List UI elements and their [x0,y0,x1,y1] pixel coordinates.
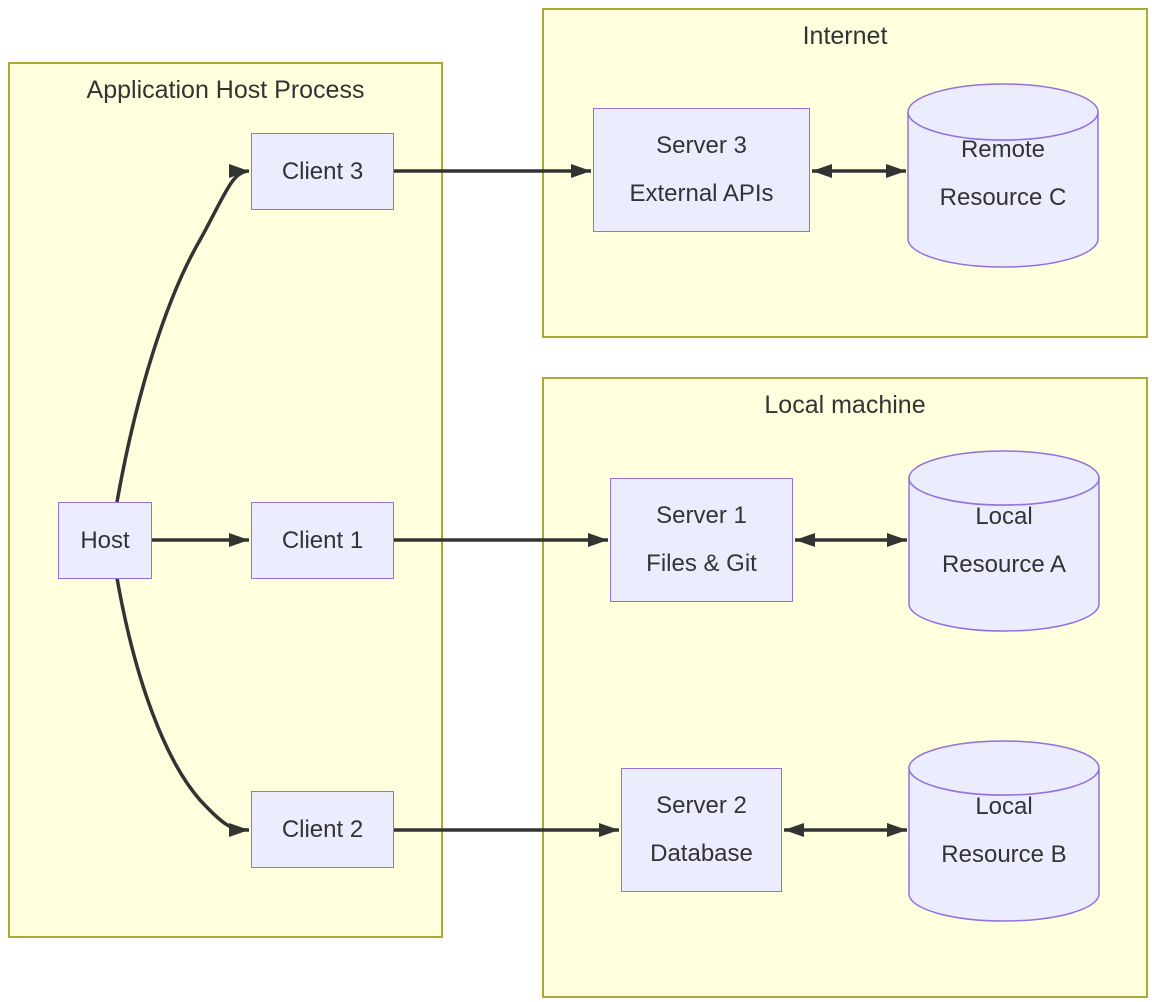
node-local-resource-b: Local Resource B [909,741,1099,921]
node-remote-resource-c-line1: Remote [960,136,1046,163]
node-server-1: Server 1 Files & Git [610,478,793,602]
node-server-2-line1: Server 2 [656,792,747,819]
node-local-resource-b-line1: Local [975,793,1033,820]
cluster-title-internet: Internet [802,22,888,50]
node-local-resource-a-line1: Local [975,503,1033,530]
node-server-1-line2: Files & Git [646,550,757,577]
cylinder-remote-resource-c [907,83,1099,268]
node-server-3-line2: External APIs [629,180,774,207]
cluster-title-local-machine: Local machine [764,391,926,419]
node-remote-resource-c: Remote Resource C [908,84,1098,264]
node-local-resource-b-line2: Resource B [941,841,1067,868]
cluster-title-application-host-process: Application Host Process [86,76,365,104]
node-server-2-line2: Database [650,840,753,867]
node-server-3: Server 3 External APIs [593,108,810,232]
node-client-1-label: Client 1 [281,526,364,554]
node-server-1-line1: Server 1 [656,502,747,529]
node-host-label: Host [80,526,130,554]
node-remote-resource-c-line2: Resource C [939,184,1067,211]
node-host: Host [58,502,152,579]
node-local-resource-a-line2: Resource A [941,551,1067,578]
node-client-2-label: Client 2 [281,815,364,843]
node-client-1: Client 1 [251,502,394,579]
node-local-resource-a: Local Resource A [909,451,1099,631]
cylinder-local-resource-a [908,450,1100,632]
node-server-2: Server 2 Database [621,768,782,892]
node-client-2: Client 2 [251,791,394,868]
node-server-3-line1: Server 3 [656,132,747,159]
node-client-3-label: Client 3 [281,157,364,185]
edge-host-client3 [115,164,250,503]
edge-host-client2 [115,577,250,837]
cylinder-local-resource-b [908,740,1100,922]
node-client-3: Client 3 [251,133,394,210]
